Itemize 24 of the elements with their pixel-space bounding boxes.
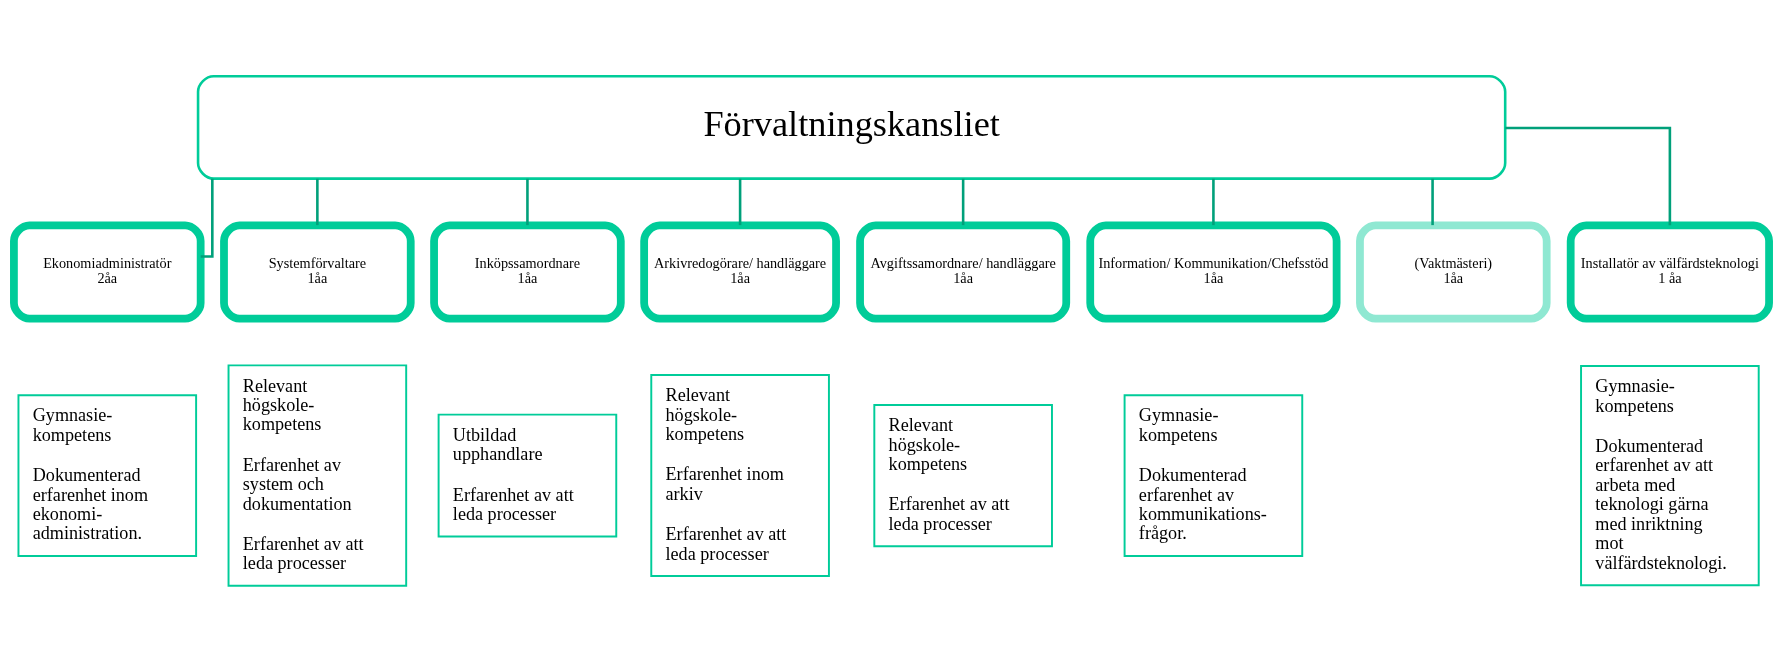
node-box: Relevant högskole-kompetens Erfarenhet inom arkiv Erfarenhet av att leda processer bbox=[650, 374, 830, 578]
node-box: Relevant högskole-kompetens Erfarenhet av att leda processer bbox=[873, 403, 1053, 548]
node-box: Avgiftssamordnare/ handläggare 1åa bbox=[856, 221, 1071, 323]
connector bbox=[1505, 126, 1672, 226]
connector bbox=[1212, 178, 1215, 226]
connector bbox=[1431, 178, 1434, 226]
node-box: Installatör av välfärdsteknologi 1 åa bbox=[1566, 221, 1773, 323]
node-box: Systemförvaltare 1åa bbox=[220, 221, 415, 323]
node-box: Förvaltningskansliet bbox=[196, 74, 1507, 180]
node-box: Inköpssamordnare 1åa bbox=[430, 221, 625, 323]
connector bbox=[316, 178, 319, 226]
node-box: Utbildad upphandlare Erfarenhet av att leda processer bbox=[437, 413, 618, 538]
node-box: Gymnasie-kompetens Dokumenterad erfarenhet av kommunikations-frågor. bbox=[1123, 394, 1304, 557]
node-box: Arkivredogörare/ handläggare 1åa bbox=[640, 221, 840, 323]
node-box: Information/ Kommunikation/Chefsstöd 1åa bbox=[1086, 221, 1341, 323]
node-box: Gymnasie-kompetens Dokumenterad erfarenhet inom ekonomi-administration. bbox=[17, 394, 198, 557]
connector bbox=[961, 178, 965, 226]
connector bbox=[200, 178, 214, 258]
node-box: (Vaktmästeri) 1åa bbox=[1356, 221, 1551, 323]
node-box: Relevant högskole-kompetens Erfarenhet av system och dokumentation Erfarenhet av att leda processer bbox=[227, 364, 408, 587]
connector bbox=[526, 178, 529, 226]
connector bbox=[738, 178, 742, 226]
node-box: Ekonomiadministratör 2åa bbox=[10, 221, 205, 323]
node-box: Gymnasie-kompetens Dokumenterad erfarenhet av att arbeta med teknologi gärna med inriktning mot välfärdsteknologi. bbox=[1580, 365, 1760, 587]
